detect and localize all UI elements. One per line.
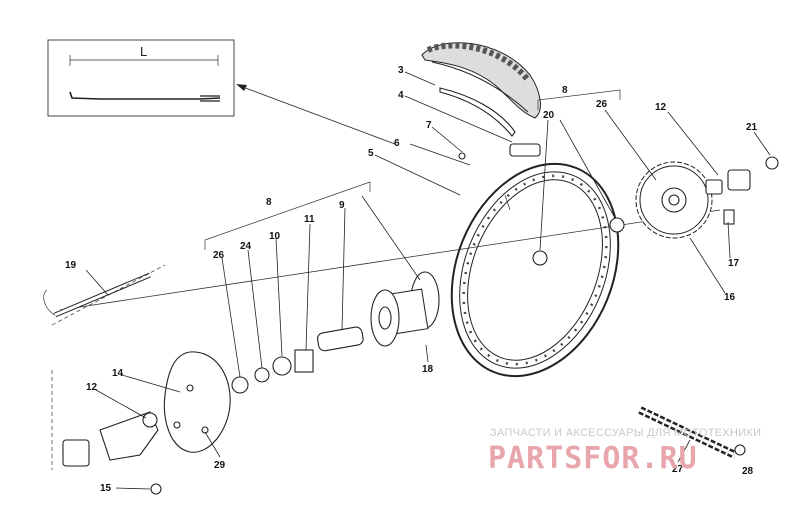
spacer-tube-9 <box>316 326 364 352</box>
callout-14: 14 <box>112 368 124 379</box>
callout-9: 9 <box>339 200 345 211</box>
callout-5: 5 <box>368 148 374 159</box>
callout-16: 16 <box>724 292 736 303</box>
adjuster-block-right <box>727 169 751 191</box>
callout-21: 21 <box>746 122 758 133</box>
chain-link-28 <box>734 444 746 456</box>
group-bracket-right <box>537 89 621 110</box>
screw-15 <box>150 483 162 495</box>
callout-11: 11 <box>304 214 315 225</box>
bolt-17 <box>723 209 735 225</box>
tire <box>421 42 541 119</box>
callout-18: 18 <box>422 364 434 375</box>
seal-24 <box>254 367 270 383</box>
caliper-bracket <box>99 411 159 461</box>
callout-29: 29 <box>214 460 226 471</box>
callout-3: 3 <box>398 65 404 76</box>
nut-21 <box>765 156 779 170</box>
callout-26-left: 26 <box>213 250 225 261</box>
drive-chain <box>638 406 737 459</box>
callout-17: 17 <box>728 258 740 269</box>
sprocket <box>635 161 713 239</box>
spacer-right <box>609 217 625 233</box>
spoke-inset: L <box>47 39 235 117</box>
bearing-11 <box>294 349 314 373</box>
callout-26-right: 26 <box>596 99 608 110</box>
callout-27: 27 <box>672 464 684 475</box>
callout-24: 24 <box>240 241 252 252</box>
callout-12-left: 12 <box>86 382 98 393</box>
callout-10: 10 <box>269 231 281 242</box>
callout-15: 15 <box>100 483 112 494</box>
rim-lock <box>509 143 541 157</box>
length-dimension-label: L <box>140 44 147 59</box>
callout-8-left: 8 <box>266 197 272 208</box>
watermark-brand: PARTSFOR.RU <box>488 441 698 476</box>
axle <box>43 272 151 318</box>
spoke-icon <box>69 91 221 100</box>
spacer-left <box>231 376 249 394</box>
rim <box>450 162 620 378</box>
callout-28: 28 <box>742 466 754 477</box>
bearing-right <box>532 250 548 266</box>
inset-pointer <box>239 85 396 145</box>
adjuster-block-left <box>62 439 90 467</box>
bearing-10 <box>272 356 292 376</box>
hub <box>370 271 440 347</box>
callout-4: 4 <box>398 90 404 101</box>
group-bracket-left <box>204 181 371 250</box>
callout-6: 6 <box>394 138 400 149</box>
callout-20: 20 <box>543 110 555 121</box>
callout-8-right: 8 <box>562 85 568 96</box>
brake-disc <box>163 351 231 453</box>
rim-strip <box>439 87 516 137</box>
watermark-tagline: ЗАПЧАСТИ И АКСЕССУАРЫ ДЛЯ МОТОТЕХНИКИ <box>490 427 761 439</box>
chain-adjuster-right <box>705 179 723 195</box>
callout-19: 19 <box>65 260 77 271</box>
callout-7: 7 <box>426 120 432 131</box>
spacer-12-left <box>142 412 158 428</box>
callout-12-right: 12 <box>655 102 667 113</box>
nipple-screw <box>458 152 466 160</box>
